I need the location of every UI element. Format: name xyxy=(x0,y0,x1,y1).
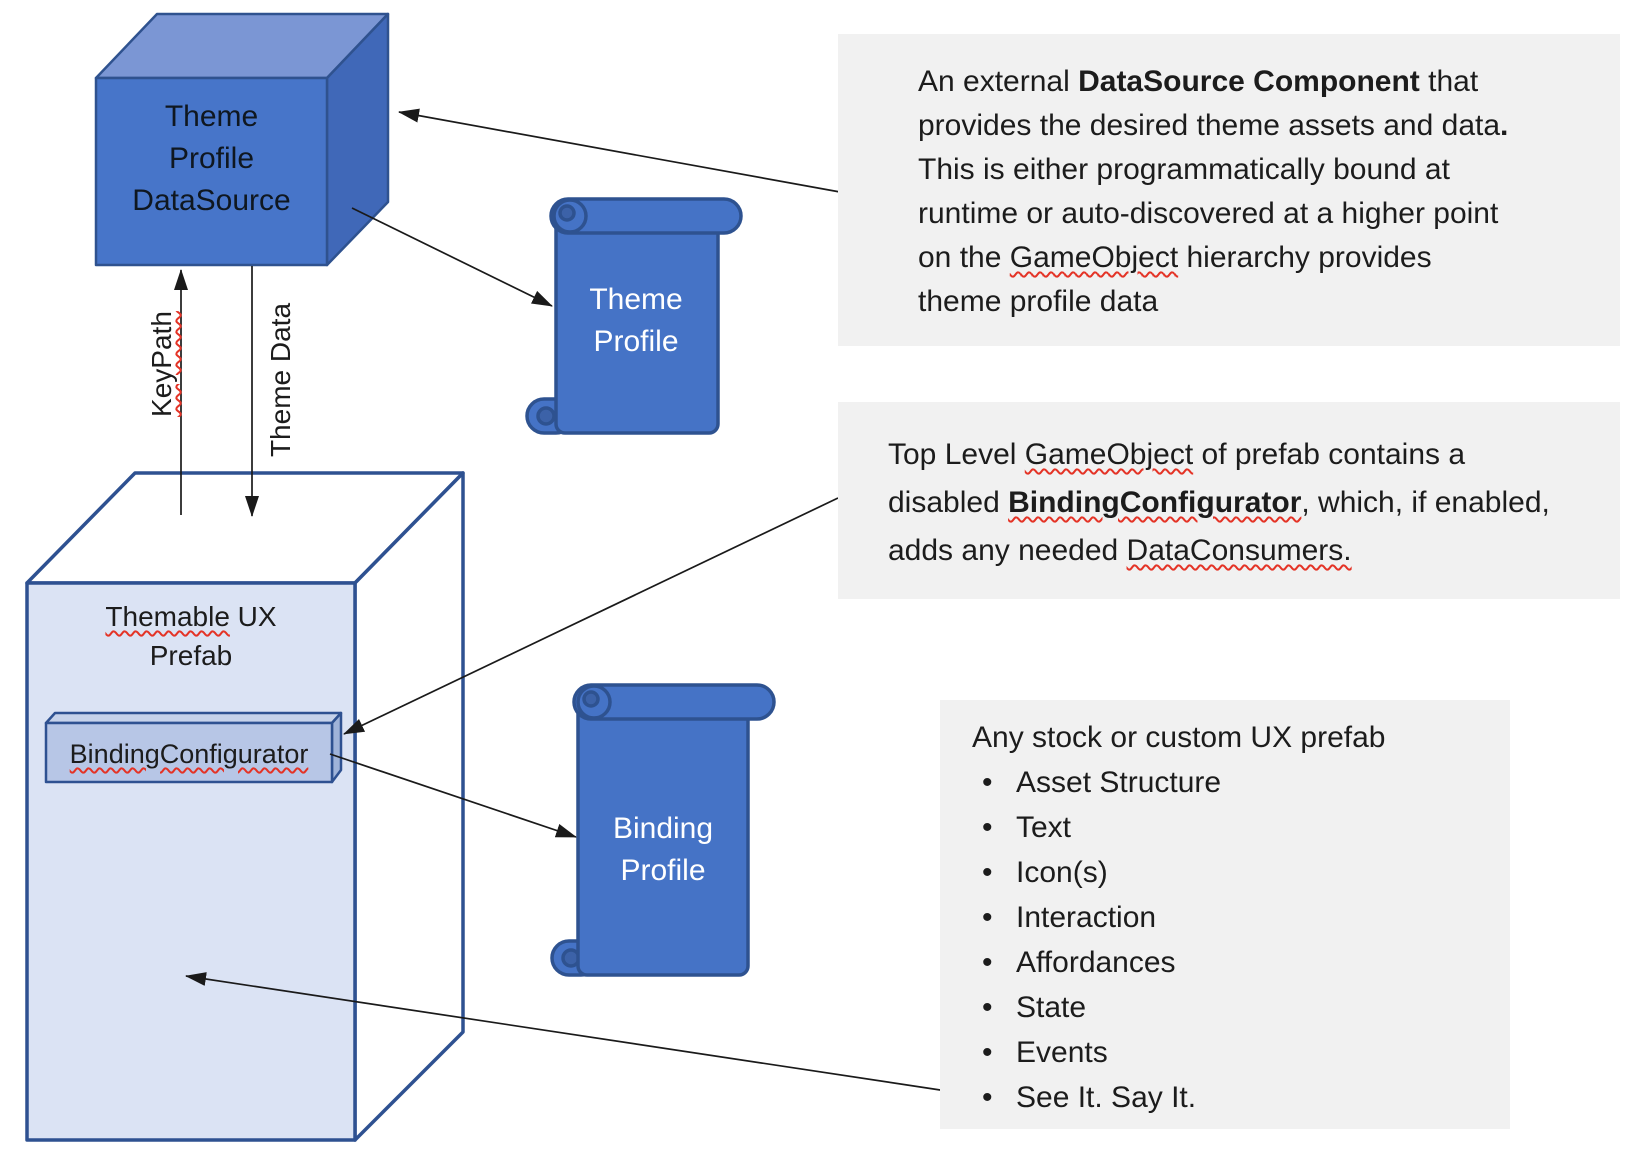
bullet-icon: • xyxy=(982,811,993,844)
callout-datasource-note: An external DataSource Component that pr… xyxy=(838,34,1620,346)
list-item: •Events xyxy=(972,1030,1492,1075)
binding-profile-scroll xyxy=(550,683,776,977)
bullet-icon: • xyxy=(982,901,993,934)
callout-line: Top Level GameObject of prefab contains … xyxy=(888,438,1466,471)
list-item: •State xyxy=(972,985,1492,1030)
bullet-icon: • xyxy=(982,1081,993,1114)
arrow-callout2-to-bc xyxy=(343,497,839,735)
list-item: •Affordances xyxy=(972,940,1492,985)
binding-configurator-label: BindingConfigurator xyxy=(69,739,309,769)
prefab-right-face xyxy=(353,471,465,1142)
prefab-label: Themable UX Prefab xyxy=(105,601,277,671)
callout-binding-configurator-note: Top Level GameObject of prefab contains … xyxy=(838,402,1620,599)
cube-label-line: Theme xyxy=(164,100,259,133)
arrow-callout3-to-prefab xyxy=(185,972,961,1094)
callout-line: on the GameObject hierarchy provides xyxy=(918,241,1432,274)
callout-line: runtime or auto-discovered at a higher p… xyxy=(918,197,1499,230)
bullet-icon: • xyxy=(982,991,993,1024)
theme-data-flow-label: Theme Data xyxy=(265,302,296,458)
list-item: •Text xyxy=(972,805,1492,850)
scroll-top-roll xyxy=(549,197,743,235)
scroll-top-roll xyxy=(572,683,776,721)
cube-front-face xyxy=(94,76,329,267)
callout-line: provides the desired theme assets and da… xyxy=(918,109,1509,142)
callout-title: Any stock or custom UX prefab xyxy=(972,721,1386,754)
binding-configurator-bar xyxy=(44,711,343,784)
list-item: •Asset Structure xyxy=(972,760,1492,805)
callout-line: disabled BindingConfigurator, which, if … xyxy=(888,486,1550,519)
feature-list: •Asset Structure •Text •Icon(s) •Interac… xyxy=(972,760,1492,1120)
arrow-cube-to-theme-profile xyxy=(351,207,553,307)
list-item: •See It. Say It. xyxy=(972,1075,1492,1120)
callout-line: This is either programmatically bound at xyxy=(918,153,1450,186)
theme-profile-scroll-label: Theme Profile xyxy=(589,283,683,358)
arrow-bc-to-binding-profile xyxy=(329,753,577,838)
theme-profile-scroll xyxy=(525,197,743,435)
list-item: •Interaction xyxy=(972,895,1492,940)
binding-profile-scroll-label: Binding Profile xyxy=(612,812,714,887)
datasource-cube-label: Theme Profile DataSource xyxy=(96,96,327,222)
callout-line: adds any needed DataConsumers. xyxy=(888,534,1352,567)
bc-top-face xyxy=(44,711,343,725)
bullet-icon: • xyxy=(982,856,993,889)
prefab-box xyxy=(25,471,465,1142)
bc-right-face xyxy=(330,711,343,784)
connector-arrows xyxy=(174,108,961,1094)
callout-ux-prefab-features: Any stock or custom UX prefab •Asset Str… xyxy=(940,700,1510,1129)
bullet-icon: • xyxy=(982,946,993,979)
keypath-flow-label: KeyPath xyxy=(146,311,177,417)
cube-label-line: Profile xyxy=(168,142,255,175)
list-item: •Icon(s) xyxy=(972,850,1492,895)
bullet-icon: • xyxy=(982,766,993,799)
cube-label-line: DataSource xyxy=(132,184,291,217)
arrow-callout1-to-cube xyxy=(398,108,841,193)
scroll-bottom-curl xyxy=(536,406,556,426)
datasource-cube xyxy=(94,12,390,267)
bullet-icon: • xyxy=(982,1036,993,1069)
bc-front-face xyxy=(44,721,334,784)
callout-line: An external DataSource Component that xyxy=(918,65,1479,98)
callout-line: theme profile data xyxy=(918,285,1159,318)
